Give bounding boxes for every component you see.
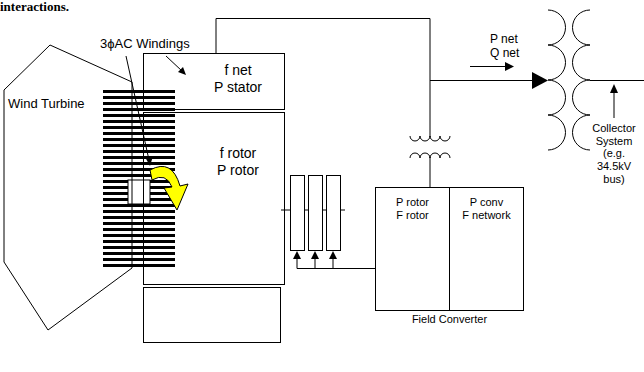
- rotation-arrow: [150, 166, 188, 210]
- slip-ring: [291, 176, 305, 251]
- node-text: P rotor: [378, 196, 447, 209]
- leader-arrowhead: [145, 156, 153, 166]
- feed-arrowhead: [329, 251, 337, 259]
- transformer-coil: [410, 153, 450, 158]
- turbine-shaft: [128, 180, 150, 204]
- collector-arrowhead: [610, 84, 618, 93]
- power-flow-arrowhead: [505, 62, 514, 71]
- grid-wire: [430, 80, 533, 81]
- node-text: F rotor: [378, 209, 447, 222]
- turbine-outline-shape: [4, 45, 132, 330]
- machine-end-box: [144, 288, 281, 343]
- node-text-block: P convF network: [450, 188, 523, 230]
- collector-leader: [614, 92, 615, 118]
- turbine-outline: [2, 40, 134, 335]
- feed-arrowhead: [311, 251, 319, 259]
- rotor-feed-wire: [297, 258, 375, 269]
- power-label: P net: [490, 33, 518, 47]
- rotor-feed-wire: [315, 258, 316, 269]
- node-text: Wind Turbine: [8, 96, 85, 112]
- slip-ring: [309, 176, 323, 251]
- node-text-block: f rotorP rotor: [144, 113, 284, 183]
- node-text-block: Field Converter: [376, 313, 523, 326]
- slip-ring: [327, 176, 341, 251]
- power-wire: [216, 19, 430, 188]
- cut-off-caption: interactions.: [0, 0, 69, 15]
- wind-turbine: Wind Turbine: [2, 40, 134, 335]
- field-converter: Field ConverterP rotorF rotorP convF net…: [375, 187, 524, 311]
- leader-arrowhead: [178, 67, 186, 75]
- node-text: f rotor: [196, 145, 280, 162]
- rotor-box: f rotorP rotor: [143, 112, 285, 285]
- node-text: P rotor: [196, 162, 280, 179]
- converter-heading: Field Converter: [376, 313, 523, 326]
- winding-label: 3ϕAC Windings: [100, 37, 190, 52]
- node-text: P stator: [196, 79, 280, 96]
- stator-box: f netP stator: [143, 53, 285, 110]
- converter-grid-side: P convF network: [450, 188, 523, 310]
- transformer-coil: [548, 10, 566, 150]
- power-label: Q net: [490, 47, 519, 61]
- transformer-coil: [573, 10, 591, 150]
- node-text-block: Wind Turbine: [8, 96, 85, 112]
- node-text: F network: [452, 209, 521, 222]
- node-text-block: f netP stator: [144, 54, 284, 100]
- collector-wire: [590, 80, 644, 81]
- node-text: f net: [196, 62, 280, 79]
- collector-label: Collector System (e.g. 34.5kV bus): [588, 122, 640, 185]
- grid-arrowhead: [532, 72, 548, 89]
- rotor-feed-wire: [333, 258, 334, 269]
- leader-line: [126, 56, 149, 160]
- node-text-block: P rotorF rotor: [376, 188, 449, 230]
- feed-arrowhead: [293, 251, 301, 259]
- transformer-coil: [410, 136, 450, 141]
- converter-rotor-side: P rotorF rotor: [376, 188, 450, 310]
- leader-line: [166, 56, 182, 71]
- power-flow-arrow: [470, 66, 506, 67]
- node-text: P conv: [452, 196, 521, 209]
